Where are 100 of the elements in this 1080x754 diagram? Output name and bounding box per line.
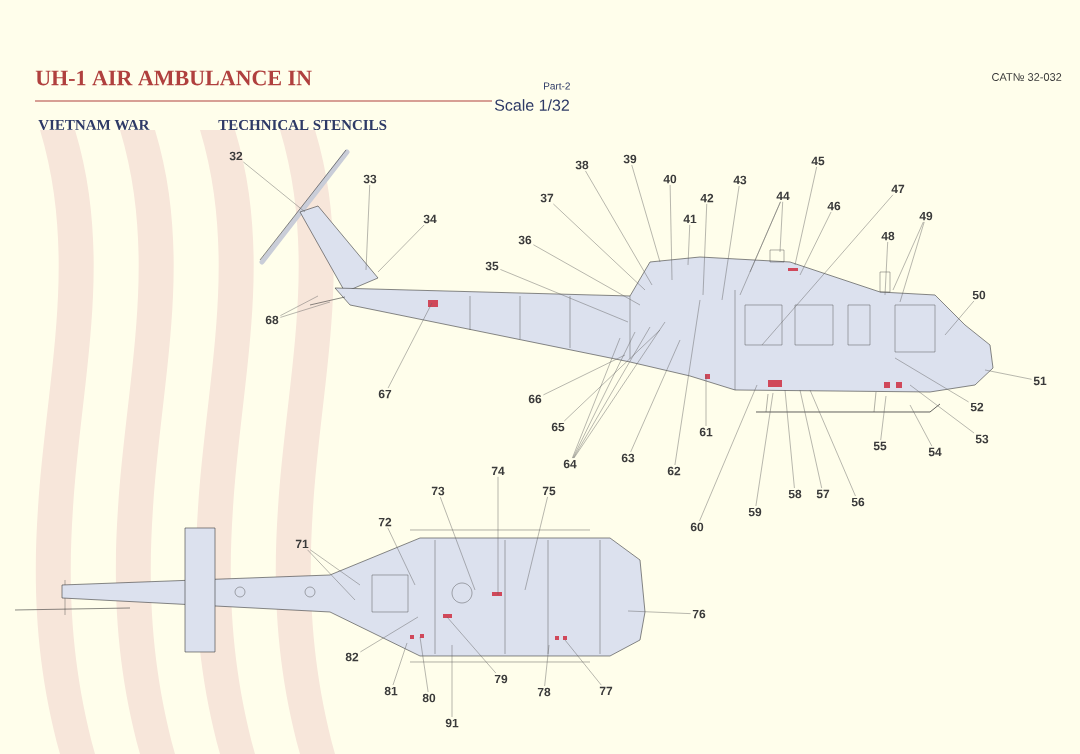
callout-number: 50 <box>972 290 986 300</box>
leader-line <box>243 161 306 213</box>
leader-line <box>674 299 701 466</box>
callout-number: 36 <box>518 235 532 245</box>
leader-line <box>669 184 673 281</box>
callout-number: 56 <box>851 497 865 507</box>
leader-line <box>564 639 602 686</box>
callout-number: 79 <box>494 674 508 684</box>
leader-line <box>687 224 690 266</box>
leader-line <box>392 642 408 686</box>
title: UH-1 AIR AMBULANCE IN <box>35 70 312 86</box>
callout-number: 77 <box>599 686 613 696</box>
callout-number: 34 <box>423 214 437 224</box>
leader-line <box>631 164 661 263</box>
leader-line <box>892 221 924 291</box>
leader-line <box>784 389 795 489</box>
leader-line <box>387 302 433 389</box>
leader-line <box>377 224 425 273</box>
callout-number: 41 <box>683 214 697 224</box>
leader-line <box>761 194 894 346</box>
callout-number: 53 <box>975 434 989 444</box>
leader-line <box>310 549 361 586</box>
callout-number: 61 <box>699 427 713 437</box>
callout-number: 33 <box>363 174 377 184</box>
callout-number: 60 <box>690 522 704 532</box>
leader-line <box>572 331 636 459</box>
leader-line <box>572 337 621 459</box>
callout-number: 44 <box>776 191 790 201</box>
callout-number: 78 <box>537 687 551 697</box>
leader-line <box>544 644 550 687</box>
leader-line <box>779 201 783 253</box>
leader-line <box>755 392 774 507</box>
leader-line <box>721 185 740 301</box>
leader-line <box>573 326 651 459</box>
callout-number: 59 <box>748 507 762 517</box>
leader-line <box>699 384 758 522</box>
callout-number: 68 <box>265 315 279 325</box>
callout-number: 35 <box>485 261 499 271</box>
leader-line <box>749 201 781 273</box>
callout-number: 46 <box>827 201 841 211</box>
subtitle: VIETNAM WAR <box>38 119 150 131</box>
callout-number: 72 <box>378 517 392 527</box>
leader-line <box>440 496 476 591</box>
catalog-number: CAT№ 32-032 <box>992 73 1062 81</box>
callout-number: 43 <box>733 175 747 185</box>
leader-line <box>365 184 370 271</box>
leader-line <box>880 395 887 441</box>
callout-number: 57 <box>816 489 830 499</box>
leader-line <box>446 616 497 674</box>
callout-number: 49 <box>919 211 933 221</box>
leader-line <box>533 244 641 306</box>
callout-number: 65 <box>551 422 565 432</box>
leader-line <box>307 549 356 601</box>
callout-number: 80 <box>422 693 436 703</box>
callout-number: 64 <box>563 459 577 469</box>
callout-number: 82 <box>345 652 359 662</box>
part-label: Part-2 <box>544 82 570 90</box>
callout-number: 75 <box>542 486 556 496</box>
leader-line <box>899 221 925 303</box>
callout-number: 67 <box>378 389 392 399</box>
leader-line <box>984 369 1032 380</box>
callout-number: 58 <box>788 489 802 499</box>
leader-line <box>573 321 666 459</box>
callout-number: 81 <box>384 686 398 696</box>
leader-line <box>553 203 646 291</box>
leader-line <box>702 203 707 296</box>
leader-line <box>794 166 817 266</box>
leader-line <box>585 170 653 286</box>
leader-line <box>944 300 975 336</box>
leader-line <box>524 496 548 591</box>
callout-number: 74 <box>491 466 505 476</box>
leader-line <box>360 616 419 653</box>
callout-number: 39 <box>623 154 637 164</box>
leader-line <box>451 644 453 718</box>
leader-line <box>387 527 416 586</box>
callout-number: 91 <box>445 718 459 728</box>
callout-number: 42 <box>700 193 714 203</box>
callout-number: 40 <box>663 174 677 184</box>
callout-number: 76 <box>692 609 706 619</box>
callout-number: 37 <box>540 193 554 203</box>
leader-line <box>500 269 629 323</box>
leader-line <box>419 636 429 693</box>
leader-line <box>909 404 933 447</box>
callout-number: 32 <box>229 151 243 161</box>
leader-line <box>543 354 626 396</box>
leader-line <box>809 389 856 497</box>
leader-line <box>884 241 888 296</box>
leader-line <box>909 384 975 434</box>
leader-line <box>280 295 319 316</box>
callout-number: 62 <box>667 466 681 476</box>
leader-line <box>627 610 691 614</box>
leader-line <box>894 357 969 403</box>
scale-label: Scale 1/32 <box>494 99 569 111</box>
callout-number: 71 <box>295 539 309 549</box>
subtitle: TECHNICAL STENCILS <box>218 119 387 131</box>
leader-line <box>564 329 661 422</box>
leader-line <box>497 476 499 596</box>
callout-number: 55 <box>873 441 887 451</box>
leader-line <box>799 211 832 276</box>
callout-number: 66 <box>528 394 542 404</box>
